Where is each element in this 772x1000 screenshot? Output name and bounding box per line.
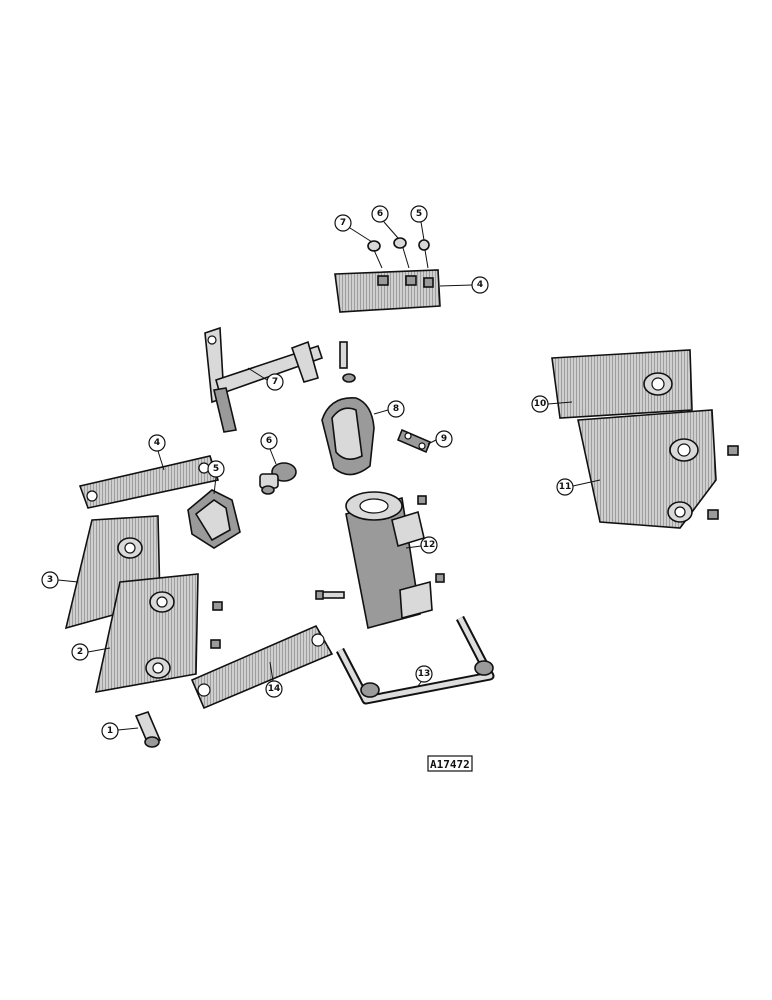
callout-13: 13 xyxy=(415,665,433,687)
plate-11 xyxy=(577,409,717,529)
callout-8: 8 xyxy=(373,400,405,418)
callout-5-top: 5 xyxy=(410,205,428,241)
svg-text:5: 5 xyxy=(213,464,219,474)
bolt-5-top xyxy=(418,239,430,269)
reference-code-box: A17472 xyxy=(427,755,473,772)
grease-fitting-6 xyxy=(259,462,297,495)
svg-text:4: 4 xyxy=(154,438,160,448)
bracket-5-left xyxy=(187,489,241,549)
callout-14: 14 xyxy=(265,661,283,698)
svg-text:11: 11 xyxy=(559,482,572,492)
bar-4-left xyxy=(78,455,220,509)
callout-9: 9 xyxy=(427,430,453,448)
callout-7-mid: 7 xyxy=(247,367,284,391)
svg-text:4: 4 xyxy=(477,280,483,290)
svg-text:13: 13 xyxy=(418,669,431,679)
callout-6-top: 6 xyxy=(371,205,399,239)
reference-code: A17472 xyxy=(430,758,470,771)
callout-4-left: 4 xyxy=(148,434,166,471)
svg-text:1: 1 xyxy=(107,726,113,736)
bracket-7 xyxy=(204,326,324,433)
wear-strip-top xyxy=(334,269,441,313)
svg-text:6: 6 xyxy=(266,436,272,446)
link-bar-14 xyxy=(190,624,334,710)
svg-text:8: 8 xyxy=(393,404,399,414)
callout-4-top: 4 xyxy=(439,276,489,294)
svg-text:7: 7 xyxy=(272,377,278,387)
callout-2: 2 xyxy=(71,643,111,661)
svg-text:10: 10 xyxy=(534,399,547,409)
svg-text:2: 2 xyxy=(77,647,83,657)
link-9 xyxy=(396,428,432,454)
callouts: 7 6 5 4 7 8 xyxy=(41,205,601,740)
small-nut-left xyxy=(210,601,223,649)
callout-3: 3 xyxy=(41,571,79,589)
plate-10 xyxy=(551,349,693,419)
svg-text:3: 3 xyxy=(47,575,53,585)
callout-7-top: 7 xyxy=(334,214,373,243)
svg-text:6: 6 xyxy=(377,209,383,219)
clevis-8 xyxy=(321,397,375,476)
svg-text:14: 14 xyxy=(268,684,281,694)
plate-2 xyxy=(94,573,199,693)
svg-text:7: 7 xyxy=(340,218,346,228)
callout-5-left: 5 xyxy=(207,460,225,495)
callout-1: 1 xyxy=(101,722,139,740)
callout-6-mid: 6 xyxy=(260,432,278,465)
bolt-7-top xyxy=(367,240,383,269)
u-rod-13 xyxy=(336,615,495,705)
bolt-6-top xyxy=(393,237,410,269)
bolt-1 xyxy=(134,711,162,748)
callout-11: 11 xyxy=(556,478,601,496)
callout-10: 10 xyxy=(531,395,573,413)
svg-text:12: 12 xyxy=(423,540,436,550)
svg-text:9: 9 xyxy=(441,434,447,444)
housing-12 xyxy=(345,491,445,629)
callout-12: 12 xyxy=(405,536,438,554)
svg-text:5: 5 xyxy=(416,209,422,219)
small-nut-right xyxy=(707,445,739,520)
bolt-housing xyxy=(315,590,345,600)
bolt-center xyxy=(339,341,356,383)
